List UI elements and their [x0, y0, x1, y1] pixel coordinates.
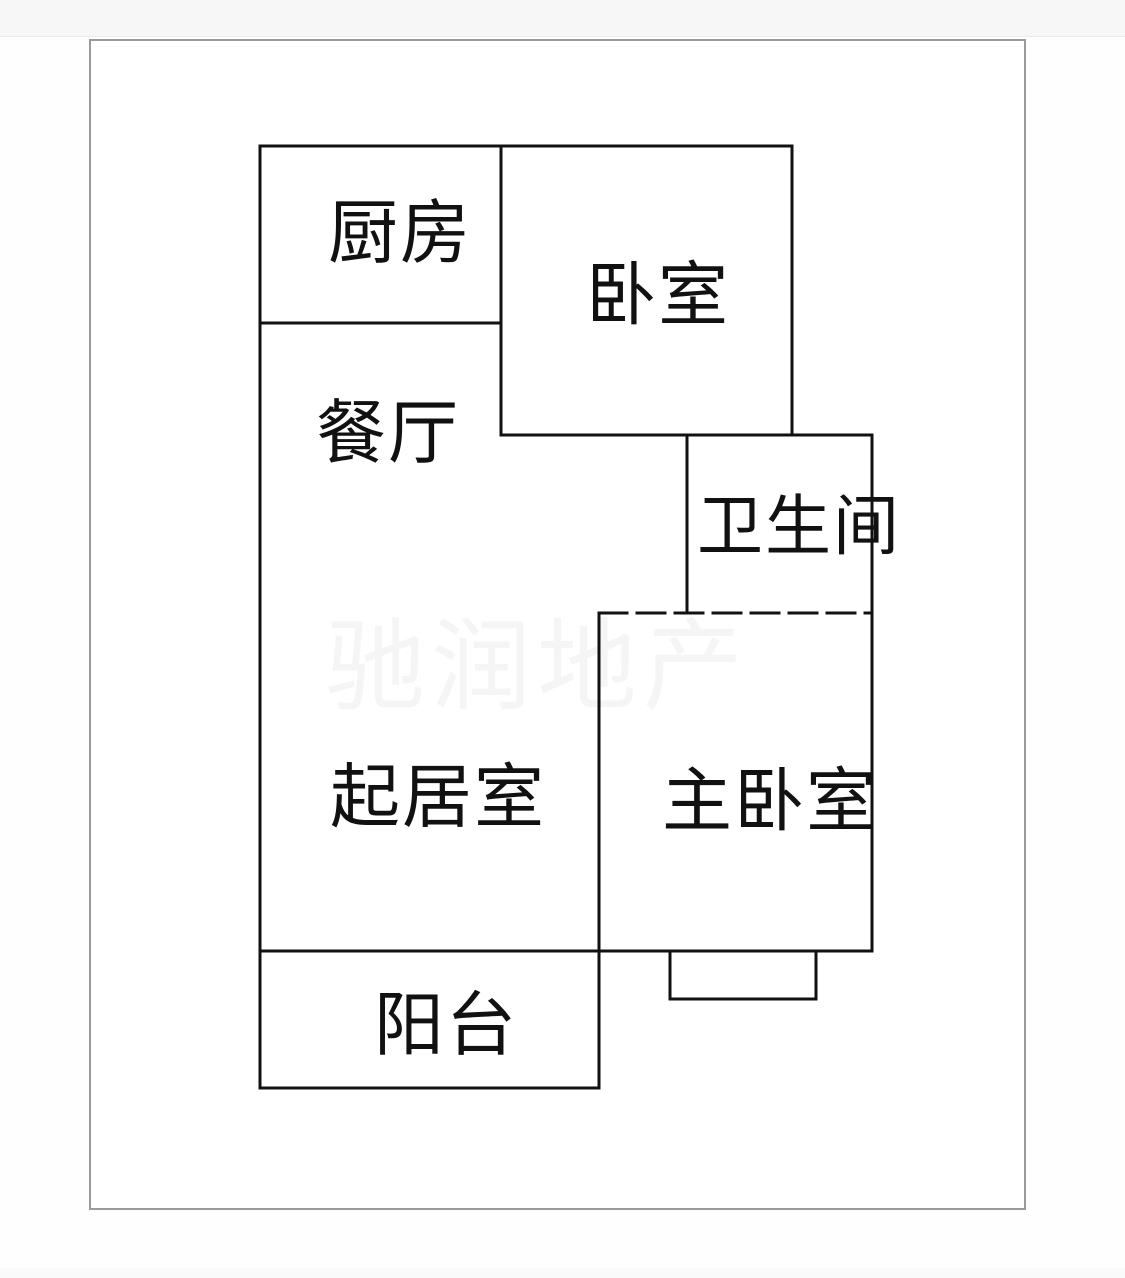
room-label-bathroom: 卫生间 [697, 488, 901, 565]
room-label-living-room: 起居室 [330, 756, 546, 838]
room-label-dining-room: 餐厅 [316, 392, 460, 474]
room-label-bedroom: 卧室 [586, 254, 730, 336]
image-frame [89, 39, 1026, 1210]
viewer-bottom-bar [0, 1268, 1125, 1278]
room-label-master-bedroom: 主卧室 [662, 760, 878, 842]
room-label-kitchen: 厨房 [328, 192, 472, 274]
room-label-balcony: 阳台 [374, 984, 518, 1066]
viewer-top-bar [0, 0, 1125, 37]
watermark: 驰润地产 [325, 585, 749, 730]
